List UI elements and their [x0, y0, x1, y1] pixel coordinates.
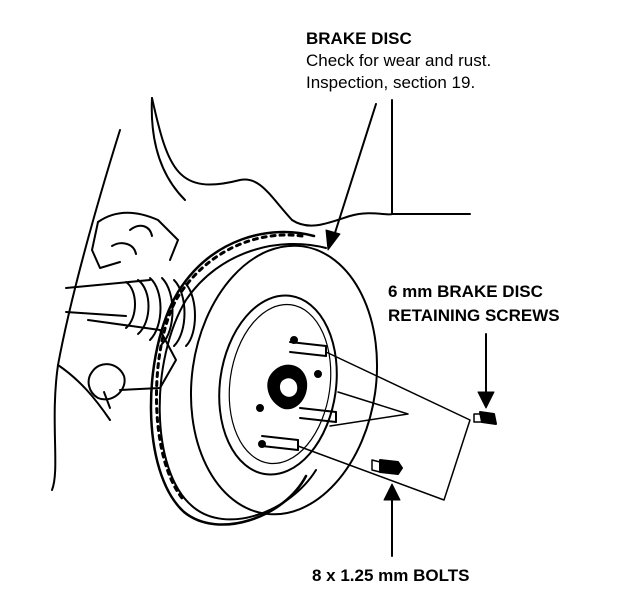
screw-arrowhead [477, 391, 495, 409]
leader-arrows [325, 103, 495, 557]
bolts-label: 8 x 1.25 mm BOLTS [312, 566, 470, 585]
brake-disc-arrowhead [325, 229, 341, 251]
fender-outline [51, 97, 471, 491]
retaining-screws-callout: 6 mm BRAKE DISC RETAINING SCREWS [388, 281, 560, 329]
disc-face [189, 244, 379, 516]
retaining-screw [473, 411, 497, 425]
brake-disc-note-line2: Inspection, section 19. [306, 73, 476, 92]
retaining-screws-line2: RETAINING SCREWS [388, 306, 560, 325]
brake-disc [149, 230, 379, 526]
drive-shaft-boot [65, 277, 196, 347]
flange-bolt [371, 459, 403, 475]
brake-disc-callout: BRAKE DISC Check for wear and rust. Insp… [306, 28, 491, 94]
brake-disc-leader [333, 103, 377, 237]
retaining-screws-line1: 6 mm BRAKE DISC [388, 282, 543, 301]
brake-disc-title: BRAKE DISC [306, 29, 412, 48]
steering-knuckle [87, 211, 179, 409]
wheel-studs [261, 341, 337, 451]
bolt-arrowhead [383, 483, 401, 501]
alignment-guide-lines [297, 351, 471, 501]
brake-disc-note-line1: Check for wear and rust. [306, 51, 492, 70]
disc-hat [218, 294, 338, 476]
